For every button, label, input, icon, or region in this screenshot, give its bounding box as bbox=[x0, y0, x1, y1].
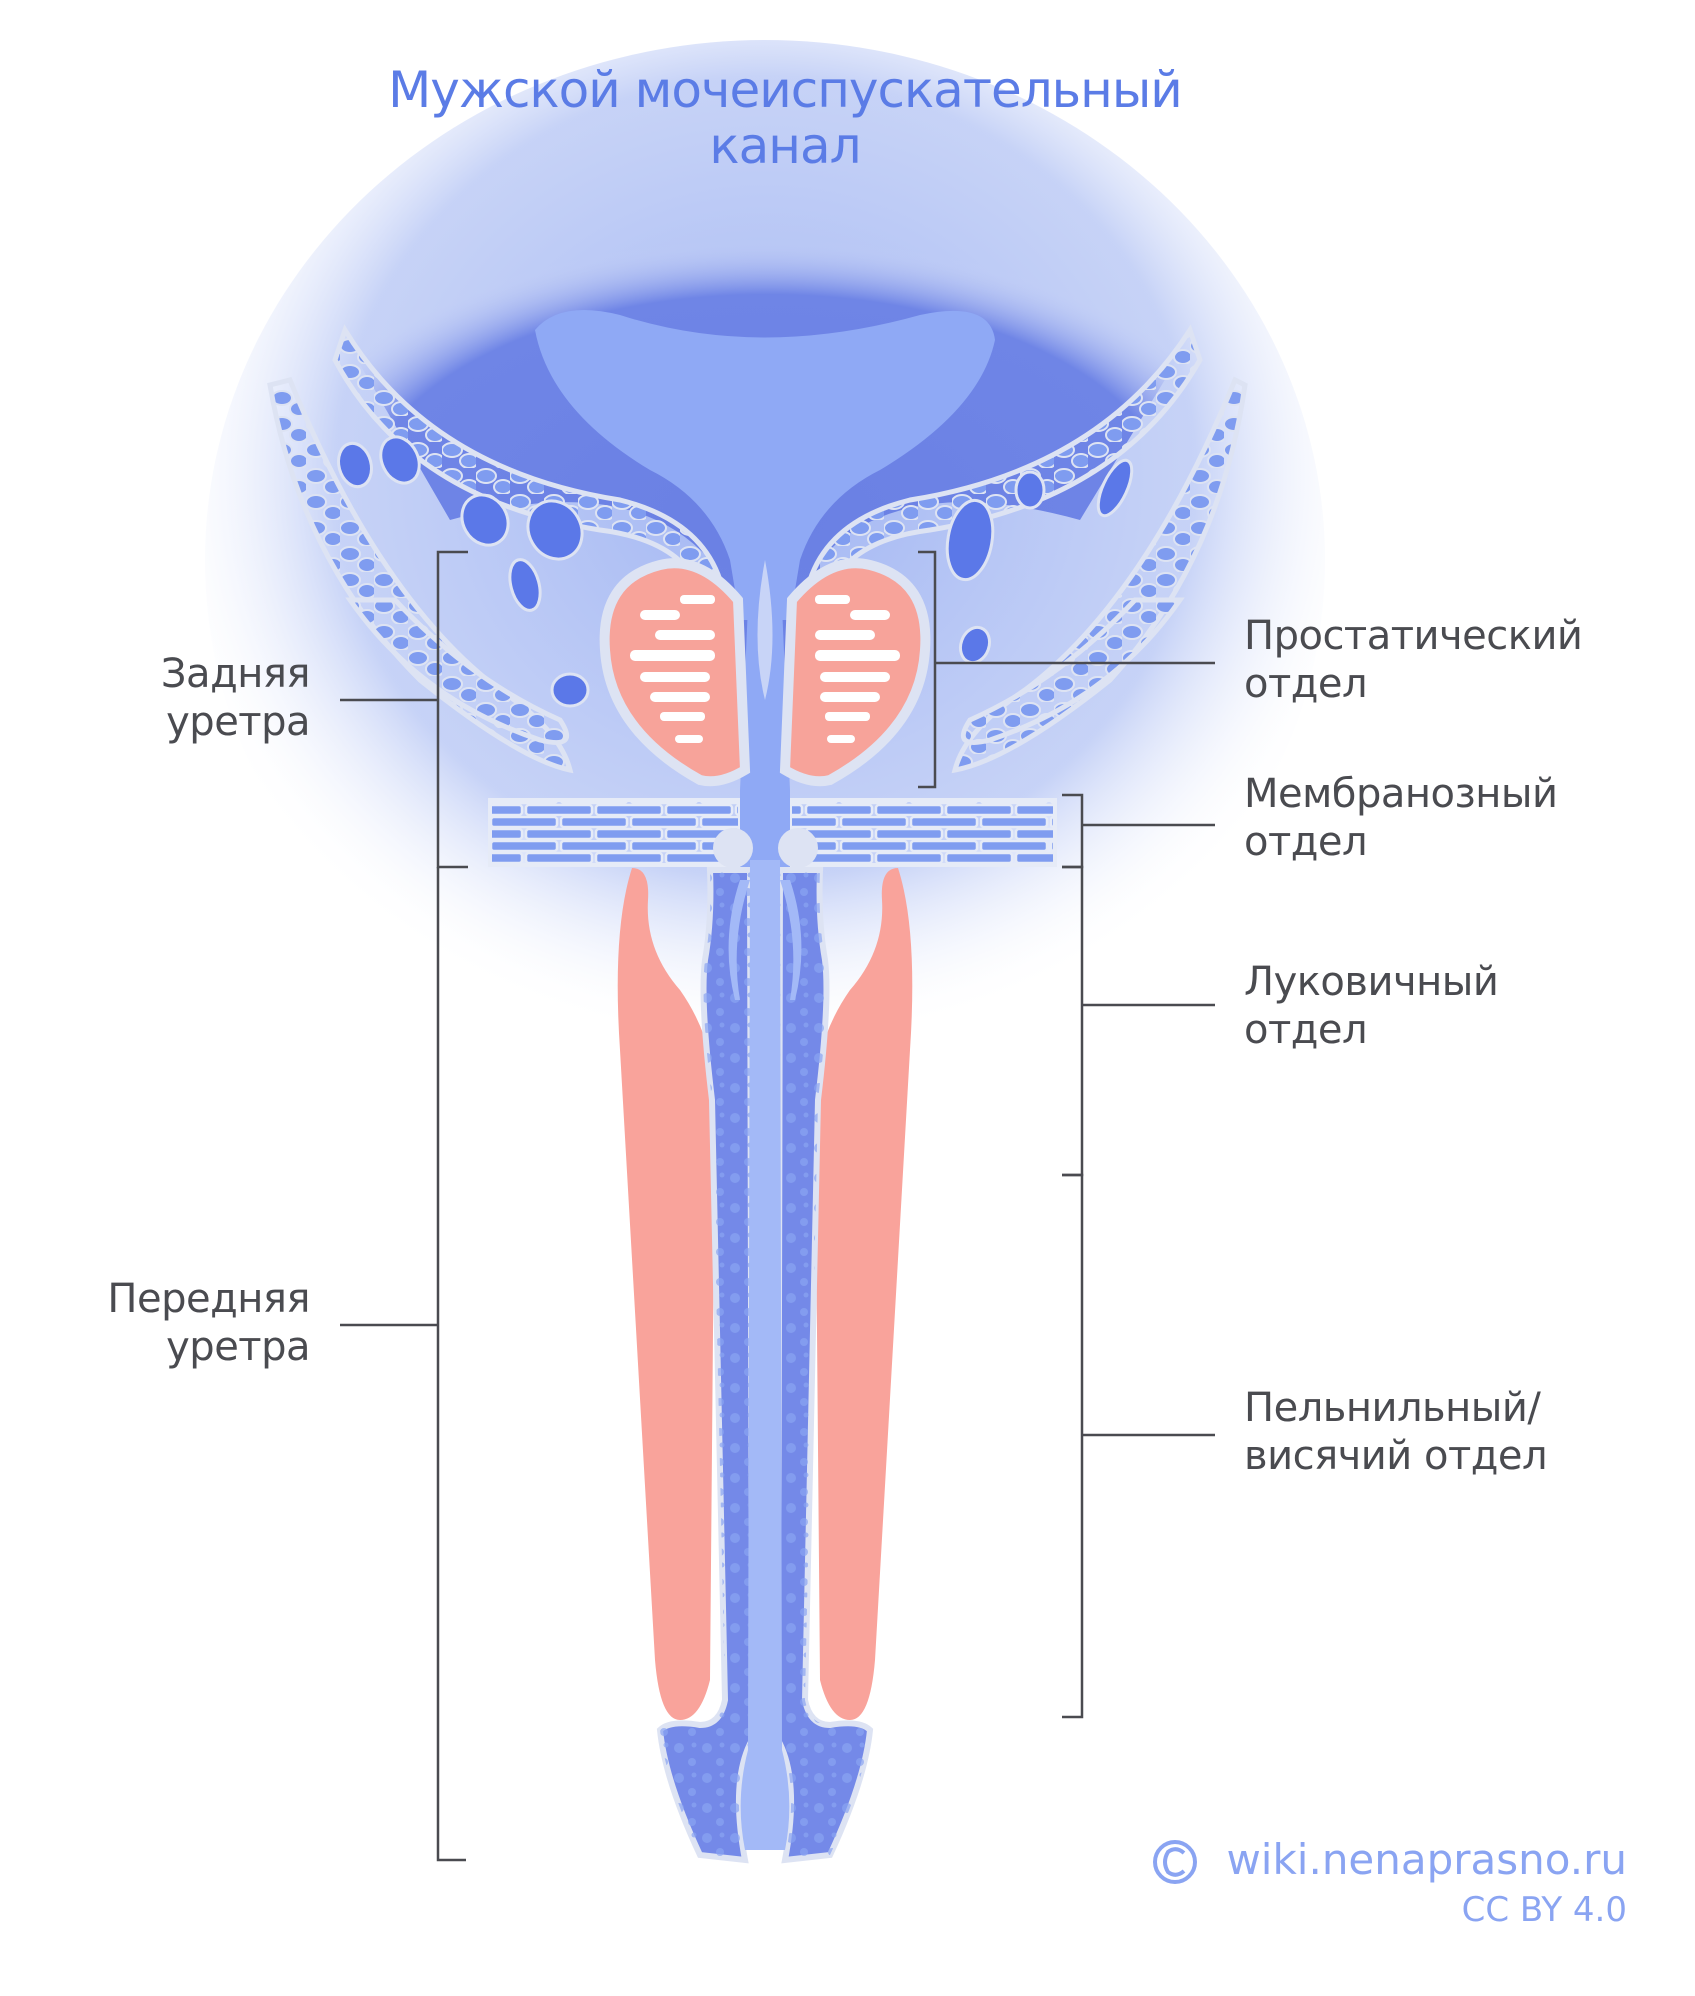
prostate-right-lobe bbox=[779, 558, 931, 787]
label-penile-section: Пельнильный/ висячий отдел bbox=[1244, 1385, 1548, 1479]
muscle-band-lower-left bbox=[345, 597, 570, 745]
bracket-prostatic bbox=[918, 550, 937, 789]
muscle-band-lower-right bbox=[960, 597, 1185, 745]
bladder bbox=[340, 239, 1195, 700]
diagram-title: Мужской мочеиспускательный канал bbox=[0, 62, 1570, 174]
watermark-license: CC BY 4.0 bbox=[1461, 1890, 1627, 1930]
urogenital-diaphragm bbox=[488, 790, 1057, 870]
bracket-posterior bbox=[436, 550, 468, 869]
copyright-icon bbox=[1153, 1840, 1197, 1884]
title-line-2: канал bbox=[709, 117, 861, 175]
spongy-urethra-lumen bbox=[728, 860, 802, 1850]
corpus-spongiosum bbox=[656, 867, 874, 1864]
corpus-cavernosum-left bbox=[617, 868, 715, 1720]
bracket-penile bbox=[1062, 1173, 1084, 1719]
bracket-anterior bbox=[436, 867, 466, 1862]
prostate-left-lobe bbox=[599, 558, 751, 787]
prostatic-urethra bbox=[740, 560, 790, 790]
bladder-lumen bbox=[535, 310, 995, 620]
label-anterior-urethra: Передняя уретра bbox=[107, 1276, 310, 1370]
label-posterior-urethra: Задняя уретра bbox=[160, 651, 311, 745]
corpus-cavernosum-right bbox=[815, 868, 913, 1720]
blood-vessels bbox=[337, 435, 1134, 708]
label-prostatic-section: Простатический отдел bbox=[1244, 613, 1583, 707]
brackets bbox=[340, 550, 1215, 1862]
watermark-site: wiki.nenaprasno.ru bbox=[1226, 1835, 1627, 1884]
title-line-1: Мужской мочеиспускательный bbox=[388, 61, 1183, 119]
label-bulbar-section: Луковичный отдел bbox=[1244, 959, 1499, 1053]
label-membranous-section: Мембранозный отдел bbox=[1244, 771, 1558, 865]
